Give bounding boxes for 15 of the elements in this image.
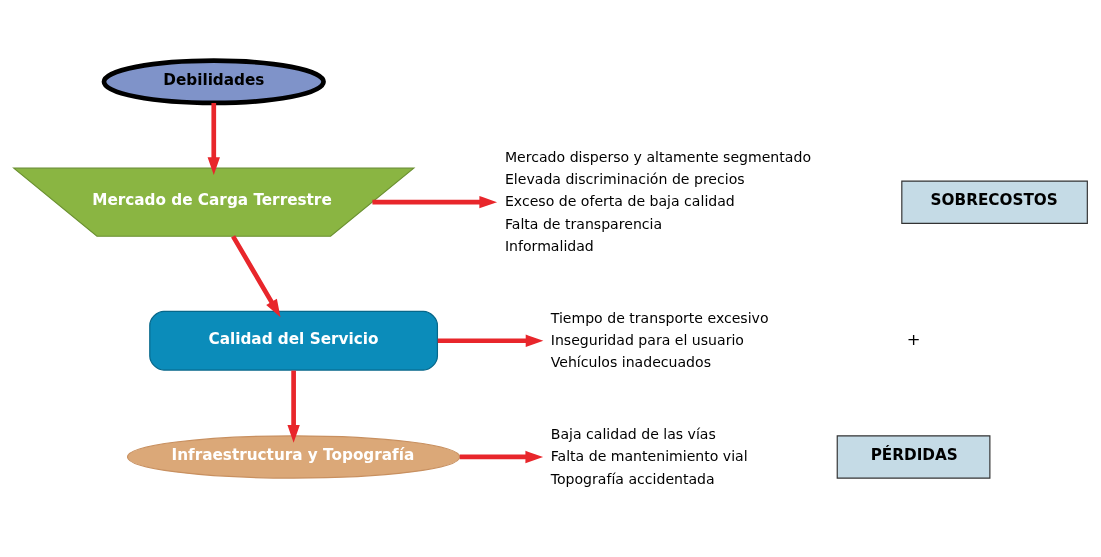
node-ellipse: Debilidades (101, 58, 326, 106)
arrow (207, 103, 220, 176)
arrow (231, 235, 281, 318)
label: + (906, 330, 921, 350)
arrow (459, 450, 544, 464)
arrow (372, 196, 498, 209)
node-box: Calidad del Servicio (149, 310, 439, 371)
node-box: SOBRECOSTOS (901, 180, 1088, 224)
node-box: PÉRDIDAS (836, 435, 991, 479)
arrow (287, 370, 300, 443)
arrow (437, 334, 544, 347)
node-text: Baja calidad de las vías Falta de mantenimiento vial Topografía accidentada (550, 425, 748, 487)
node-ellipse: Infraestructura y Topografía (126, 435, 461, 479)
node-text: Mercado disperso y altamente segmentado Elevada discriminación de precios Exceso de oferta de baja calidad Falta de transparencia Informalidad (504, 148, 811, 255)
node-text: Tiempo de transporte excesivo Inseguridad para el usuario Vehículos inadecuados (550, 309, 769, 371)
